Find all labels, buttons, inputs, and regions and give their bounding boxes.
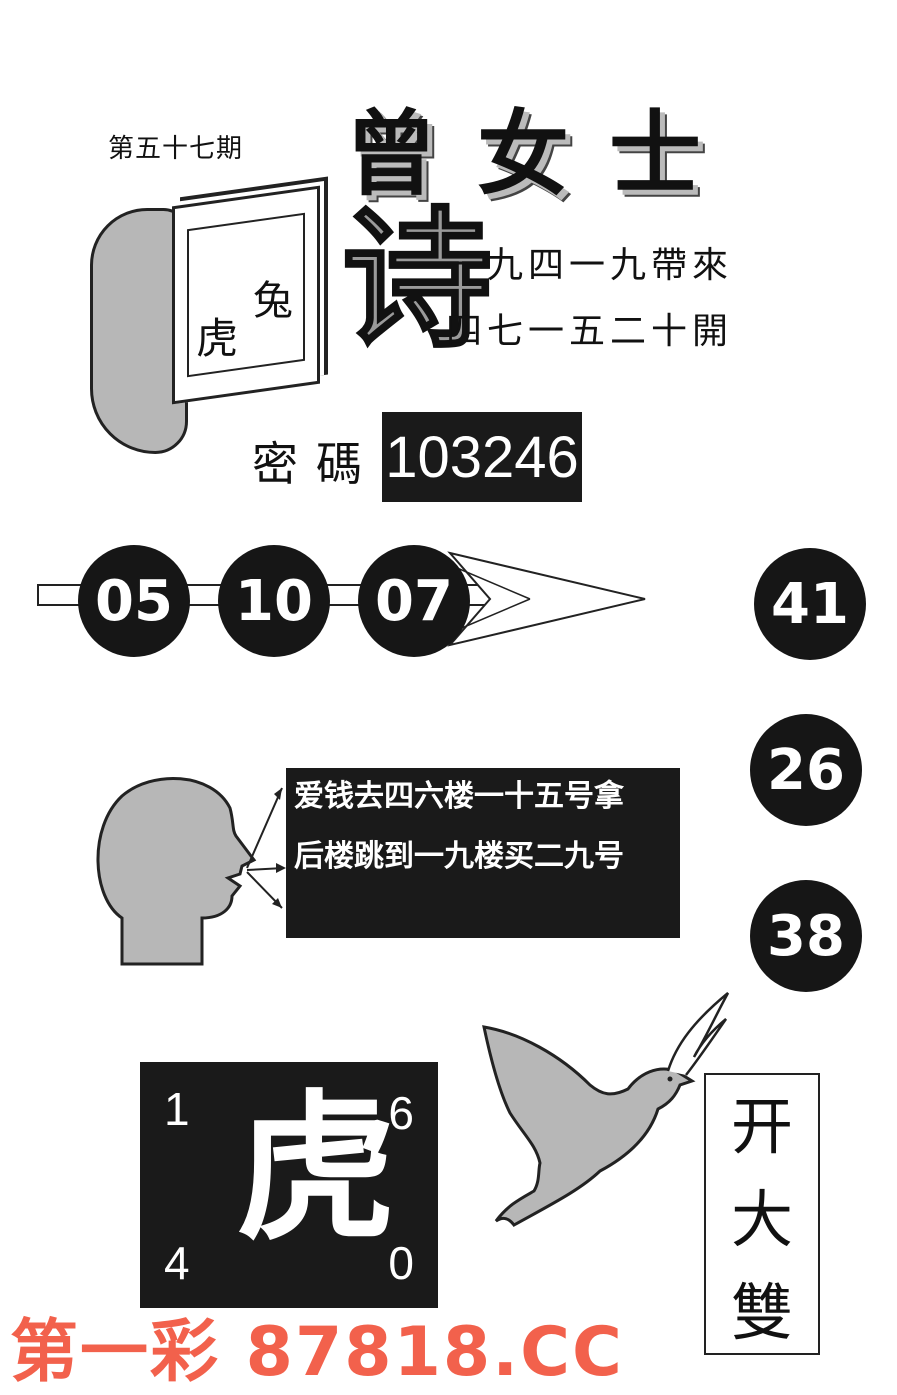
speech-line-1: 爱钱去四六楼一十五号拿 [294,779,624,814]
vertical-char-2: 大 [730,1182,793,1256]
number-ball: 38 [750,880,862,992]
tiger-box: 1 6 虎 4 0 [140,1062,438,1308]
tiger-char: 虎 [236,1074,397,1262]
card-bottom-char: 虎 [196,314,239,363]
card-top-char: 兔 [253,278,293,324]
zodiac-card [172,185,320,405]
page-title: 曾女士 [345,100,742,208]
issue-number: 第五十七期 [108,134,244,164]
phone-handset-icon [90,208,188,454]
speech-box: 爱钱去四六楼一十五号拿 后楼跳到一九楼买二九号 [286,768,680,938]
speaking-head-icon [96,777,286,966]
vertical-text-box: 开 大 雙 [704,1073,820,1355]
tiger-box-bottom-left: 4 [164,1237,190,1289]
vertical-char-1: 开 [730,1090,793,1164]
tiger-box-bottom-right: 0 [388,1237,414,1289]
poem-line-2: 四七一五二十開 [446,311,734,352]
speech-line-2: 后楼跳到一九楼买二九号 [294,839,624,874]
password-value: 103246 [382,412,582,502]
number-ball: 26 [750,714,862,826]
number-ball: 41 [754,548,866,660]
poem-title-char: 诗 [340,192,493,368]
number-ball: 07 [358,545,470,657]
number-ball: 10 [218,545,330,657]
tiger-box-top-left: 1 [164,1083,190,1135]
tiger-box-top-right: 6 [388,1087,414,1139]
dove-icon [482,992,730,1227]
number-ball: 05 [78,545,190,657]
watermark: 第一彩 87818.CC [10,1313,624,1392]
poem-line-1: 一九四一九帶來 [446,245,734,286]
vertical-char-3: 雙 [730,1275,793,1349]
password-label: 密碼 [252,437,380,491]
